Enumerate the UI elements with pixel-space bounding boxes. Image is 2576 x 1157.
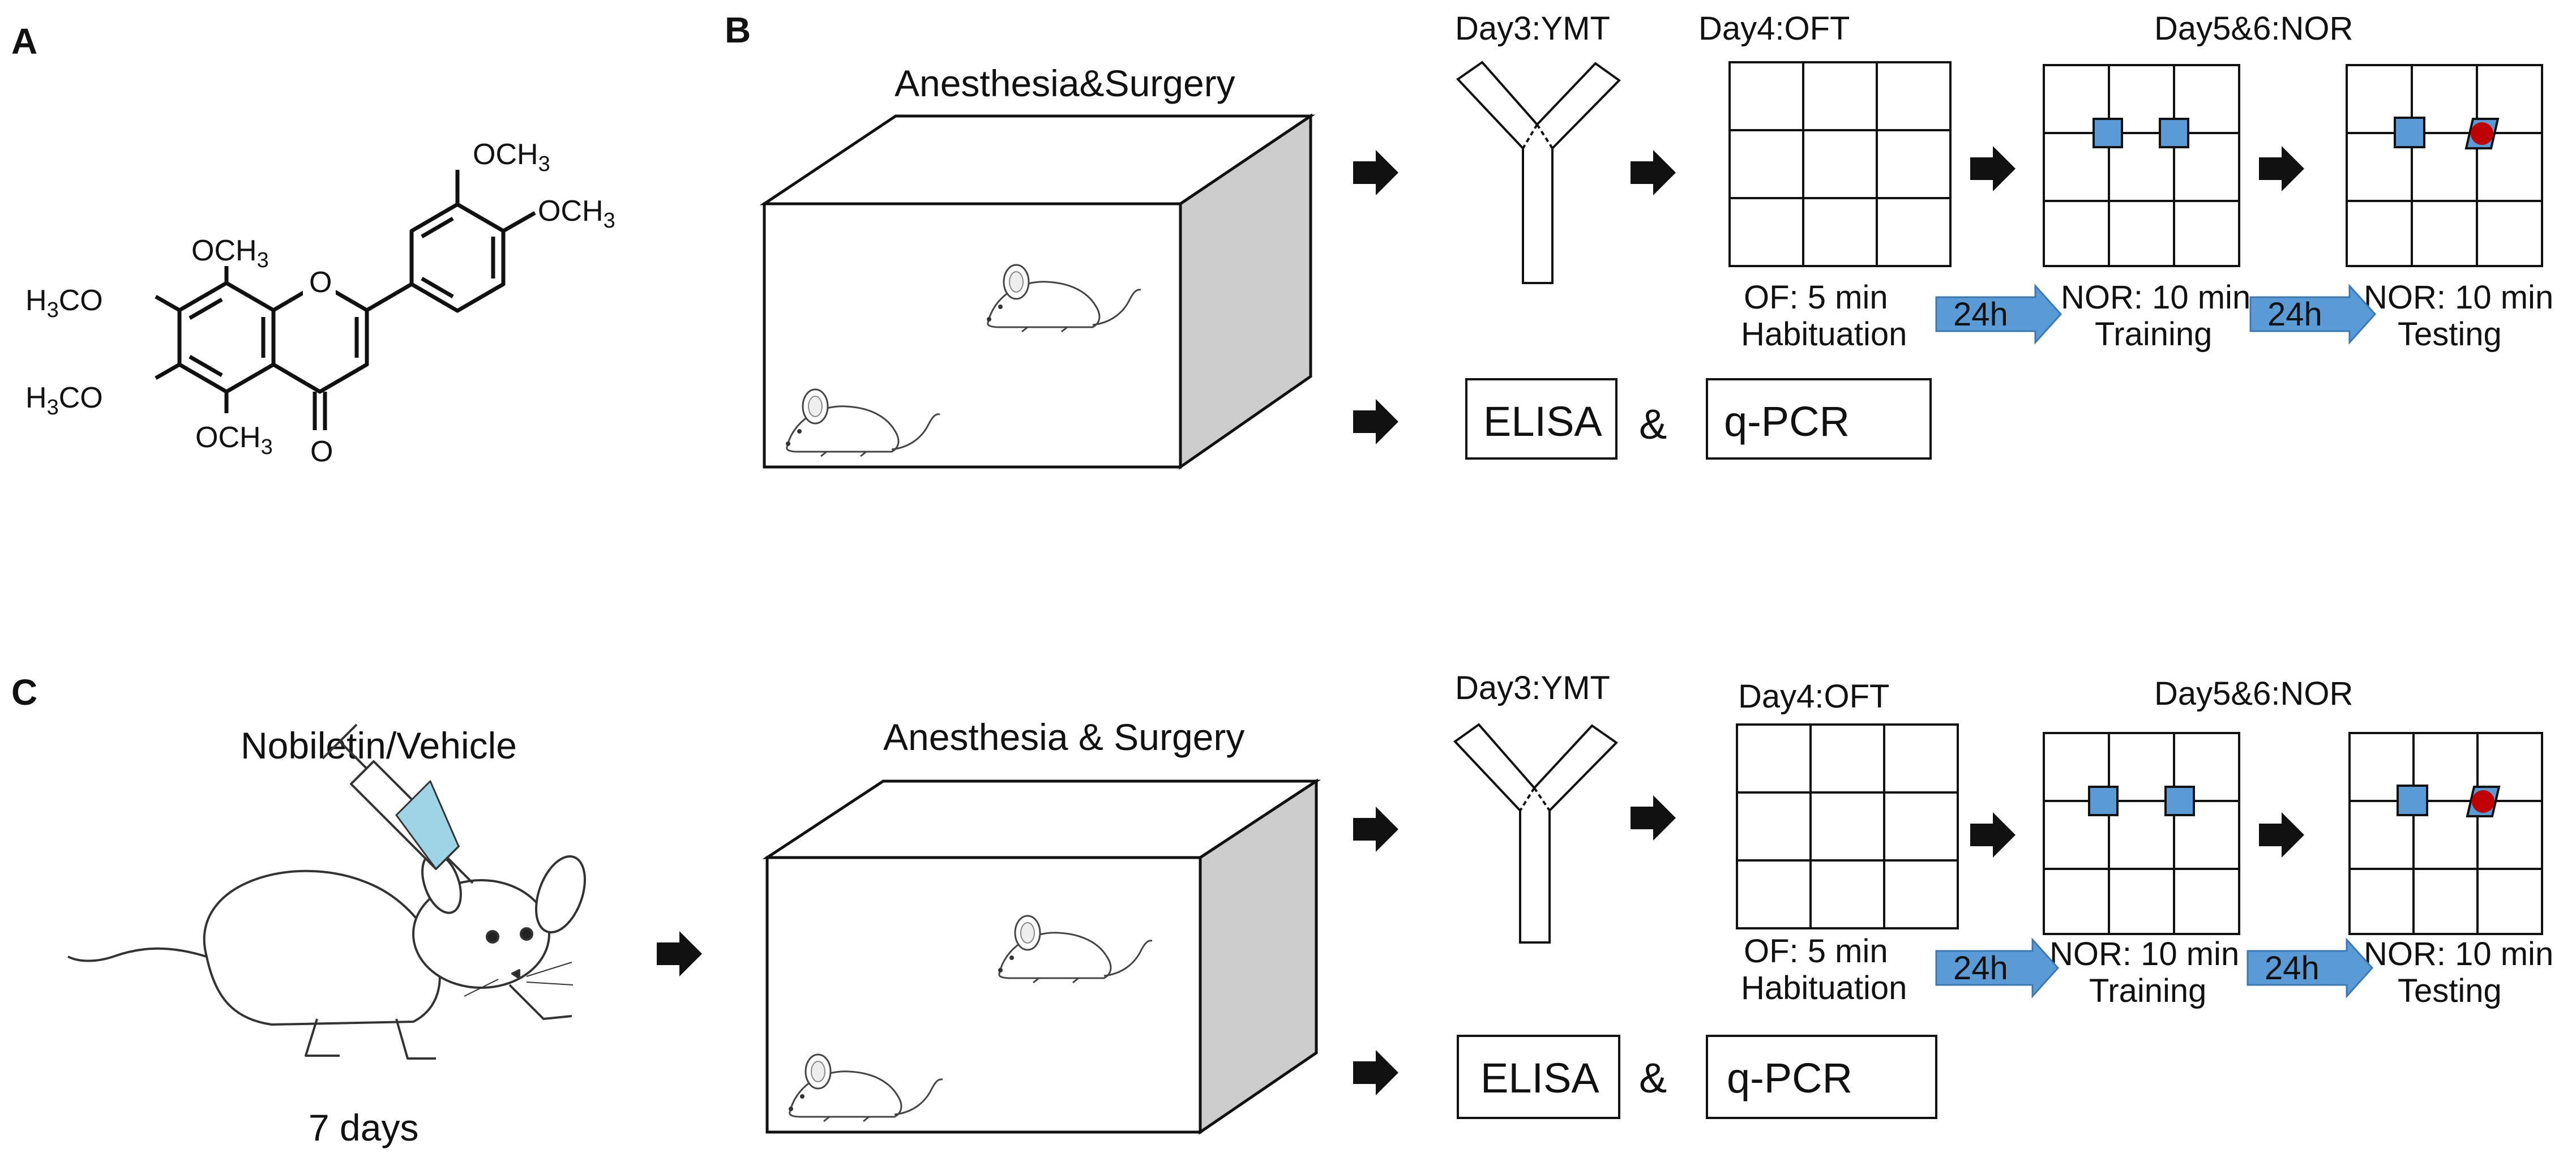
anesthesia-surgery-label-c: Anesthesia & Surgery <box>883 716 1244 758</box>
interval-arrow-b-1: 24h <box>1935 284 2062 345</box>
nor-testing-arena-b <box>2346 64 2543 267</box>
nor-title-c: Day5&6:NOR <box>2154 675 2353 712</box>
familiar-object <box>2088 786 2119 816</box>
methoxy-c8-label: OCH3 <box>191 234 269 272</box>
methoxy-right-label: OCH3 <box>538 195 615 233</box>
flow-arrow-c-1 <box>1353 807 1398 852</box>
novel-object <box>2471 122 2493 145</box>
panel-letter-c: C <box>11 672 37 713</box>
methoxy-c5-label: OCH3 <box>195 421 273 459</box>
interval-arrow-b-2: 24h <box>2249 284 2377 345</box>
treatment-label: Nobiletin/Vehicle <box>241 725 517 766</box>
nor-title-b: Day5&6:NOR <box>2154 10 2353 47</box>
testing-caption-phase-b: Testing <box>2398 316 2502 353</box>
elisa-box-c: ELISA <box>1457 1035 1620 1119</box>
elisa-box-b: ELISA <box>1465 378 1618 460</box>
open-field-arena-b <box>1728 61 1952 267</box>
ampersand-label: & <box>1639 1055 1667 1102</box>
familiar-object <box>2164 786 2195 816</box>
familiar-object <box>2159 118 2189 148</box>
training-caption-duration-c: NOR: 10 min <box>2049 936 2239 972</box>
flow-arrow-b-4 <box>2259 146 2304 191</box>
flow-arrow-b-2 <box>1631 150 1676 195</box>
elisa-label: ELISA <box>1483 398 1602 445</box>
nor-training-arena-c <box>2043 732 2240 935</box>
syringe-icon <box>322 723 474 884</box>
flow-arrow-b-3 <box>1970 146 2016 191</box>
oft-caption-duration-c: OF: 5 min <box>1744 933 1888 970</box>
ampersand-label: & <box>1639 401 1667 448</box>
nor-training-arena-b <box>2043 64 2240 267</box>
duration-label: 7 days <box>309 1107 418 1149</box>
training-caption-duration-b: NOR: 10 min <box>2061 279 2250 316</box>
interval-label: 24h <box>2265 950 2320 987</box>
methoxy-c6-label: H3CO <box>25 382 103 419</box>
ymt-title-b: Day3:YMT <box>1455 10 1610 47</box>
nor-testing-arena-c <box>2348 732 2543 935</box>
flow-arrow-b-1 <box>1353 150 1398 195</box>
testing-caption-phase-c: Testing <box>2398 972 2502 1009</box>
methoxy-top-right-label: OCH3 <box>473 138 550 176</box>
ymt-title-c: Day3:YMT <box>1455 670 1610 706</box>
nobiletin-labels: O O OCH3 OCH3 OCH3 H3CO H3CO OCH3 <box>25 138 615 468</box>
qpcr-box-b: q-PCR <box>1706 378 1932 460</box>
flow-arrow-b-elisa <box>1353 399 1398 444</box>
interval-arrow-c-1: 24h <box>1935 937 2060 999</box>
y-maze-icon-c <box>1453 723 1619 944</box>
training-caption-phase-c: Training <box>2089 972 2206 1009</box>
injected-mouse-illustration <box>67 723 586 1060</box>
elisa-label: ELISA <box>1480 1055 1599 1102</box>
panel-letter-b: B <box>725 10 751 50</box>
y-maze-icon-b <box>1456 61 1621 284</box>
open-field-arena-c <box>1736 723 1959 929</box>
flow-arrow-c-4 <box>2259 812 2304 858</box>
oft-title-c: Day4:OFT <box>1738 678 1890 715</box>
testing-caption-duration-c: NOR: 10 min <box>2364 936 2553 972</box>
familiar-object <box>2093 118 2123 148</box>
training-caption-phase-b: Training <box>2095 316 2212 353</box>
novel-object <box>2472 790 2494 813</box>
flow-arrow-c-2 <box>1631 795 1676 841</box>
familiar-object <box>2397 785 2428 816</box>
oft-title-b: Day4:OFT <box>1698 10 1850 47</box>
interval-label: 24h <box>1953 950 2008 987</box>
methoxy-c7-label: H3CO <box>25 284 103 322</box>
qpcr-label: q-PCR <box>1727 1055 1852 1102</box>
oft-caption-duration-b: OF: 5 min <box>1744 279 1888 316</box>
oft-caption-phase-b: Habituation <box>1741 316 1907 353</box>
oft-caption-phase-c: Habituation <box>1741 970 1907 1006</box>
testing-caption-duration-b: NOR: 10 min <box>2364 279 2553 316</box>
flow-arrow-c-0 <box>657 931 702 976</box>
flow-arrow-c-3 <box>1970 812 2016 858</box>
interval-label: 24h <box>2267 296 2322 333</box>
qpcr-box-c: q-PCR <box>1706 1035 1937 1119</box>
nobiletin-structure <box>155 170 536 430</box>
panel-letter-a: A <box>11 21 37 62</box>
qpcr-label: q-PCR <box>1724 398 1850 445</box>
interval-arrow-c-2: 24h <box>2246 937 2374 999</box>
anesthesia-surgery-label-b: Anesthesia&Surgery <box>895 62 1235 104</box>
familiar-object <box>2394 117 2425 148</box>
ring-oxygen-mask <box>303 263 336 297</box>
surgery-box-c <box>762 778 1321 1135</box>
carbonyl-oxygen-label: O <box>310 435 333 468</box>
flow-arrow-c-elisa <box>1353 1050 1398 1095</box>
interval-label: 24h <box>1953 296 2008 333</box>
ring-oxygen-label: O <box>309 266 332 299</box>
